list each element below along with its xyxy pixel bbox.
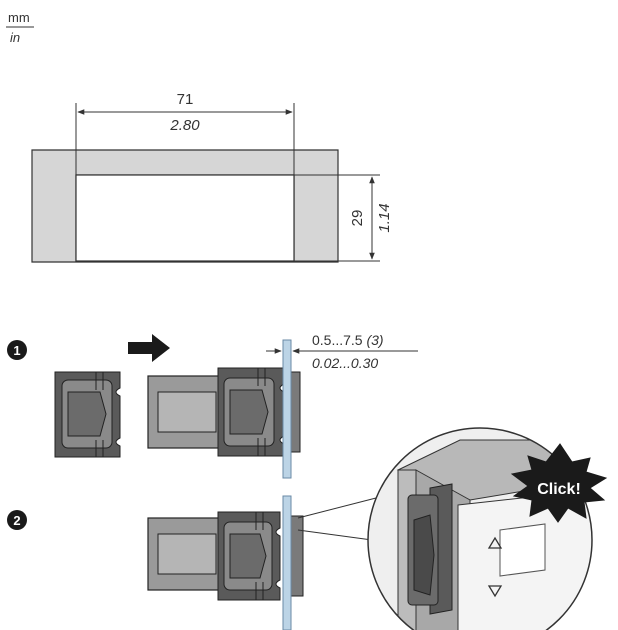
device-step-2 <box>147 511 304 601</box>
panel-thickness-mm-label: 0.5...7.5 (3) <box>312 332 384 348</box>
panel-step-1 <box>282 339 292 479</box>
click-callout: Click! <box>510 443 608 523</box>
step-2-badge: 2 <box>7 510 27 530</box>
step-1-number: 1 <box>13 343 20 358</box>
up-triangle-icon <box>487 536 503 549</box>
click-label: Click! <box>537 481 581 498</box>
width-dimension: 71 2.80 <box>75 91 295 175</box>
height-dimension: 29 1.14 <box>294 174 393 262</box>
zoom-detail-circle <box>367 427 593 630</box>
width-in-label: 2.80 <box>169 117 200 134</box>
width-mm-label: 71 <box>177 91 194 108</box>
panel-thickness-dimension: 0.5...7.5 (3) 0.02...0.30 <box>266 332 418 371</box>
height-in-label: 1.14 <box>376 203 393 232</box>
clip-loose <box>54 371 121 458</box>
panel-step-2 <box>282 495 292 630</box>
units-legend: mm in <box>6 10 34 45</box>
starburst-icon <box>510 443 608 523</box>
unit-in-label: in <box>10 30 20 45</box>
arrow-right-icon <box>128 334 170 362</box>
height-mm-label: 29 <box>349 210 366 227</box>
unit-mm-label: mm <box>8 10 30 25</box>
step-1-badge: 1 <box>7 340 27 360</box>
step-2-number: 2 <box>13 513 20 528</box>
device-step-1 <box>147 367 301 457</box>
panel-thickness-in-label: 0.02...0.30 <box>312 355 378 371</box>
zoom-leader-lines <box>297 497 377 541</box>
down-triangle-icon <box>487 585 503 598</box>
cutout-frame <box>31 149 339 263</box>
